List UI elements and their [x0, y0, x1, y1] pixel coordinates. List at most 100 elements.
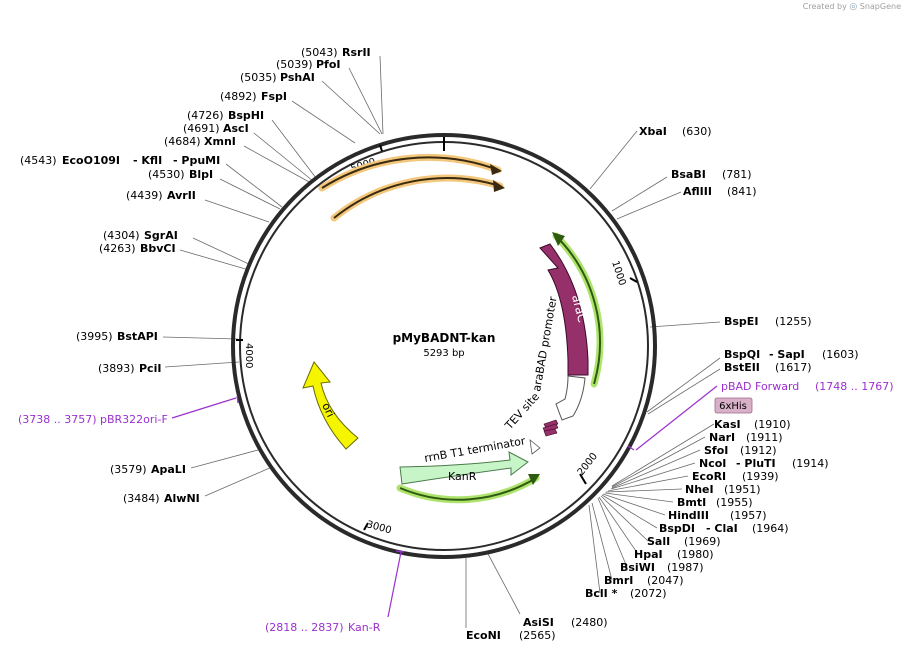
- credit-brand: SnapGene: [859, 2, 901, 11]
- site-name: BspQI: [724, 348, 760, 361]
- site-name-extra: - KflI: [133, 154, 162, 167]
- site-pos: (3579): [110, 463, 147, 476]
- site-name: SfoI: [704, 444, 728, 457]
- site-pos: (4530): [148, 168, 185, 181]
- ori-arrow: [302, 361, 359, 450]
- arac-label: araC: [569, 293, 589, 324]
- arabad-promoter-arrow: [555, 375, 586, 421]
- plasmid-name: pMyBADNT-kan: [393, 331, 496, 345]
- site-name: BstEII: [724, 361, 760, 374]
- site-pos: (1980): [677, 548, 714, 561]
- site-pos: (3893): [98, 362, 135, 375]
- site-pos: (4691): [183, 122, 220, 135]
- site-name: AscI: [223, 122, 249, 135]
- site-pos: (5039): [276, 58, 313, 71]
- site-name: HindIII: [668, 509, 709, 522]
- site-name: BmtI: [677, 496, 706, 509]
- site-pos: (1617): [775, 361, 812, 374]
- site-pos: (5035): [240, 71, 277, 84]
- site-name: XmnI: [204, 135, 236, 148]
- site-pos: (1951): [724, 483, 761, 496]
- primer-pbr322-range: (3738 .. 3757): [18, 413, 97, 426]
- site-name: BspHI: [228, 109, 264, 122]
- site-name: EcoNI: [466, 629, 501, 642]
- site-name: EcoO109I: [62, 154, 120, 167]
- small-features: [542, 419, 559, 437]
- kanr-arrow: [399, 451, 529, 485]
- site-pos: (1964): [752, 522, 789, 535]
- site-pos: (1912): [740, 444, 777, 457]
- his-tag-label: 6xHis: [719, 401, 747, 412]
- primer-marks: [171, 385, 718, 618]
- site-pos: (4892): [220, 90, 257, 103]
- primer-pbad-name: pBAD Forward: [721, 380, 799, 393]
- site-name: AflIII: [683, 185, 712, 198]
- site-pos: (3484): [123, 492, 160, 505]
- site-name: KasI: [714, 418, 741, 431]
- site-leader-lines: [162, 55, 721, 628]
- site-pos: (3995): [76, 330, 113, 343]
- site-name: SgrAI: [144, 229, 178, 242]
- site-name: BclI *: [585, 587, 618, 600]
- site-name: NarI: [709, 431, 735, 444]
- site-name: FspI: [261, 90, 287, 103]
- site-pos: (4263): [99, 242, 136, 255]
- site-pos: (1939): [742, 470, 779, 483]
- tick-1000: 1000: [609, 260, 627, 288]
- site-pos: (2480): [571, 616, 608, 629]
- right-site-labels: XbaI (630) BsaBI (781) AflIII (841) BspE…: [466, 125, 859, 642]
- site-name: RsrII: [342, 46, 371, 59]
- primer-pbr322-name: pBR322ori-F: [100, 413, 168, 426]
- site-pos: (1910): [754, 418, 791, 431]
- site-name: BmrI: [604, 574, 633, 587]
- site-name-extra: - PpuMI: [173, 154, 220, 167]
- site-pos: (4439): [126, 189, 163, 202]
- primer-kanr-name: Kan-R: [348, 621, 381, 634]
- site-name: PshAI: [280, 71, 315, 84]
- plasmid-length: 5293 bp: [423, 348, 464, 359]
- site-name: AsiSI: [523, 616, 554, 629]
- primer-pbad-range: (1748 .. 1767): [815, 380, 894, 393]
- site-name: BspDI: [659, 522, 695, 535]
- site-name: BsiWI: [620, 561, 655, 574]
- site-pos: (630): [682, 125, 712, 138]
- his-tag-box: [714, 397, 753, 414]
- site-name: BsaBI: [671, 168, 706, 181]
- orange-feature-arcs: [318, 153, 505, 222]
- backbone-outer: [231, 133, 657, 559]
- site-name: PciI: [139, 362, 161, 375]
- site-name: BlpI: [189, 168, 213, 181]
- site-name-extra: - PluTI: [736, 457, 776, 470]
- site-name: PfoI: [316, 58, 341, 71]
- site-pos: (1957): [730, 509, 767, 522]
- site-name: AvrII: [167, 189, 196, 202]
- site-pos: (4726): [187, 109, 224, 122]
- kanr-label: KanR: [448, 470, 477, 483]
- site-name-extra: - SapI: [769, 348, 805, 361]
- arabad-label: araBAD promoter: [530, 295, 560, 392]
- site-pos: (1255): [775, 315, 812, 328]
- terminator-mark: [529, 439, 541, 455]
- site-pos: (4543): [20, 154, 57, 167]
- site-name: EcoRI: [692, 470, 726, 483]
- site-pos: (1969): [684, 535, 721, 548]
- site-name: BstAPI: [117, 330, 158, 343]
- site-pos: (2047): [647, 574, 684, 587]
- site-name: ApaLI: [151, 463, 186, 476]
- site-pos: (4304): [103, 229, 140, 242]
- left-site-labels: (5043) RsrII (5039) PfoI (5035) PshAI (4…: [20, 46, 371, 505]
- site-name: BspEI: [724, 315, 758, 328]
- snapgene-credit: Created by ◎ SnapGene: [803, 2, 901, 12]
- primer-kanr-range: (2818 .. 2837): [265, 621, 344, 634]
- site-pos: (781): [722, 168, 752, 181]
- site-pos: (2072): [630, 587, 667, 600]
- site-pos: (2565): [519, 629, 556, 642]
- site-pos: (4684): [164, 135, 201, 148]
- site-name: NcoI: [699, 457, 726, 470]
- site-pos: (1987): [667, 561, 704, 574]
- site-name: SalI: [647, 535, 670, 548]
- green-feature-arcs: [396, 232, 604, 504]
- tick-4000: 4000: [243, 343, 254, 368]
- site-name: HpaI: [634, 548, 663, 561]
